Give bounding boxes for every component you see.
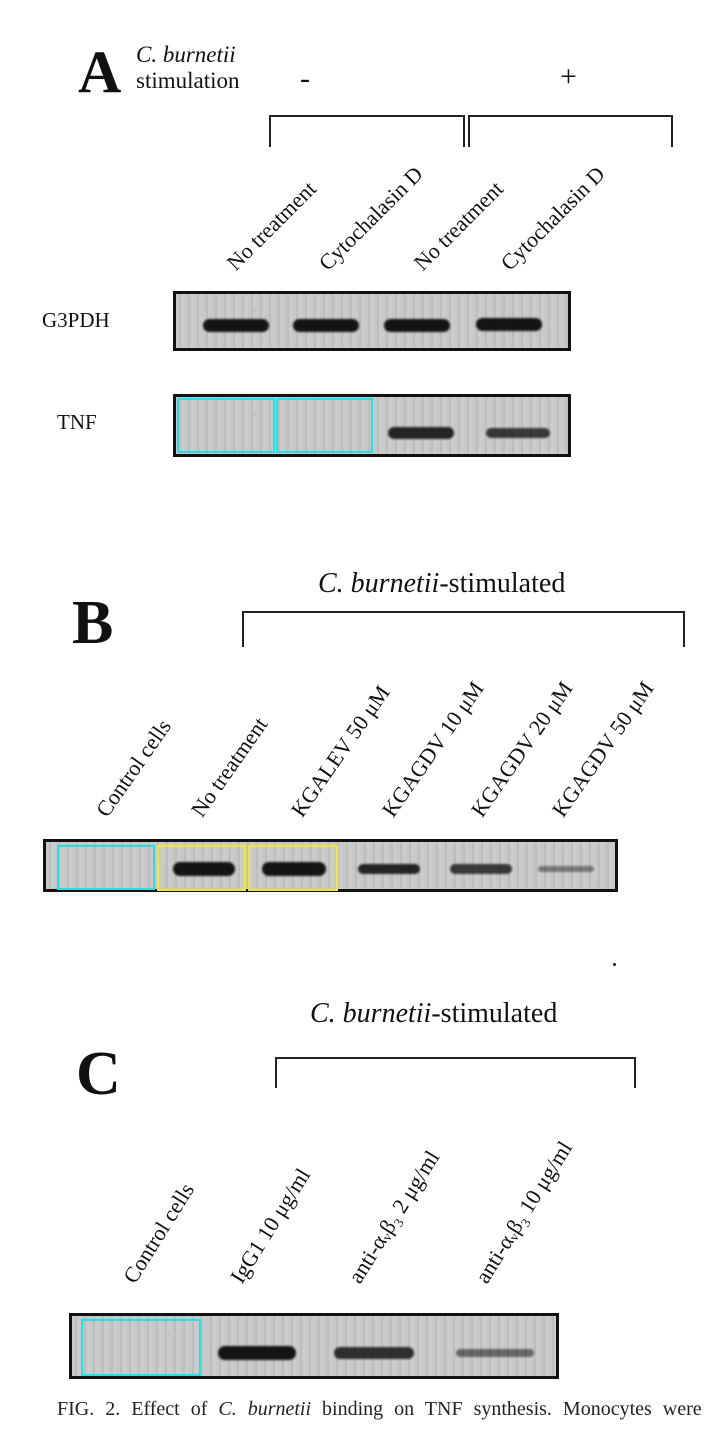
- row-label-g3pdh: G3PDH: [42, 308, 110, 332]
- lane-label-c-4: anti-αᵥβ₃ 10 μg/ml: [469, 1136, 578, 1288]
- lane-label-b-1: Control cells: [90, 714, 177, 822]
- speck: [613, 963, 616, 966]
- band: [456, 1349, 534, 1357]
- lane-label-a-1: No treatment: [221, 175, 321, 276]
- band: [476, 318, 542, 331]
- lane-label-c-1: Control cells: [117, 1178, 200, 1288]
- bracket-stimulated-b: [242, 611, 685, 647]
- caption-prefix: FIG. 2. Effect of: [57, 1398, 208, 1420]
- figure-caption: FIG. 2. Effect of C. burnetii binding on…: [57, 1398, 702, 1421]
- panel-a-letter: A: [78, 39, 122, 105]
- lane-label-b-3: KGALEV 50 μM: [285, 680, 395, 822]
- condition-label-text: stimulation: [136, 68, 240, 93]
- lane-label-c-2: IgG1 10 μg/ml: [224, 1163, 316, 1288]
- panel-c-letter: C: [76, 1040, 121, 1108]
- highlight-box-yellow: [157, 845, 246, 891]
- group-label-italic: C. burnetii: [318, 568, 440, 599]
- band: [203, 319, 269, 332]
- band: [262, 862, 326, 876]
- highlight-box-yellow: [248, 845, 338, 891]
- band: [388, 427, 454, 439]
- caption-italic: C. burnetii: [218, 1398, 312, 1420]
- group-label-italic: C. burnetii: [310, 998, 432, 1029]
- band: [538, 866, 594, 872]
- lane-label-a-3: No treatment: [408, 175, 508, 276]
- bracket-stimulated-c: [275, 1057, 636, 1088]
- band: [486, 428, 550, 438]
- gel-panel-c: [69, 1313, 559, 1379]
- panel-b-group-label: C. burnetii-stimulated: [318, 568, 565, 600]
- group-minus-label: -: [300, 62, 310, 95]
- panel-b-letter: B: [72, 589, 114, 657]
- lane-label-a-4: Cytochalasin D: [495, 161, 610, 276]
- lane-label-c-3: anti-αᵥβ₃ 2 μg/ml: [342, 1145, 445, 1288]
- highlight-box-cyan: [276, 398, 373, 453]
- group-label-text: -stimulated: [431, 998, 558, 1029]
- band: [293, 319, 359, 332]
- panel-c-group-label: C. burnetii-stimulated: [310, 998, 557, 1030]
- band: [218, 1346, 296, 1360]
- band: [384, 319, 450, 332]
- band: [358, 864, 420, 874]
- band: [334, 1347, 414, 1359]
- caption-suffix: binding on TNF synthesis. Monocytes were: [322, 1398, 702, 1420]
- highlight-box-cyan: [81, 1319, 201, 1376]
- gel-g3pdh: [173, 291, 571, 351]
- bracket-minus: [269, 115, 465, 147]
- highlight-box-cyan: [57, 845, 155, 890]
- row-label-tnf: TNF: [57, 410, 97, 434]
- band: [173, 862, 235, 876]
- panel-a-condition-label: C. burnetii stimulation: [136, 42, 240, 94]
- lane-label-b-2: No treatment: [185, 712, 273, 822]
- gel-panel-b: [43, 839, 618, 892]
- bracket-plus: [468, 115, 673, 147]
- highlight-box-cyan: [177, 398, 275, 453]
- group-label-text: -stimulated: [439, 568, 566, 599]
- group-plus-label: +: [560, 60, 577, 93]
- condition-label-italic: C. burnetii: [136, 42, 236, 67]
- band: [450, 864, 512, 874]
